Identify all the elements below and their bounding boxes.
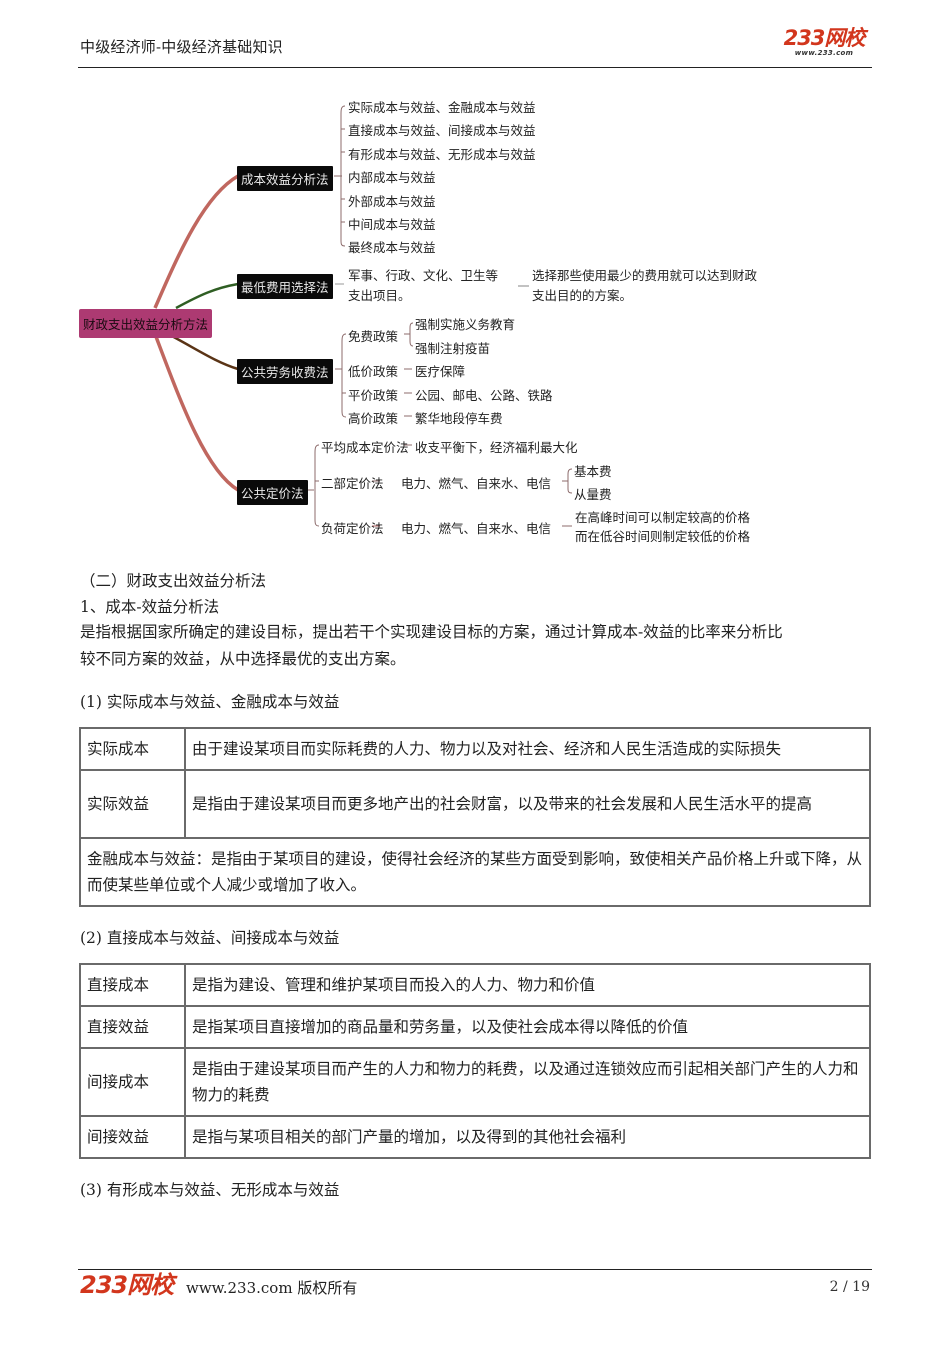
pricing-peak-load-item: 而在低谷时间则制定较低的价格 (575, 529, 751, 544)
footer-copyright: www.233.com 版权所有 (186, 1279, 358, 1297)
sub-heading: 1、成本-效益分析法 (80, 598, 220, 616)
document-header-title: 中级经济师-中级经济基础知识 (80, 38, 283, 56)
table-value-cell: 是指为建设、管理和维护某项目而投入的人力、物力和价值 (184, 963, 871, 1007)
header-logo: 233网校 www.233.com (776, 26, 872, 58)
footer-divider (78, 1269, 872, 1270)
mindmap: 财政支出效益分析方法 成本效益分析法 实际成本与效益、金融成本与效益 直接成本与… (0, 0, 950, 560)
min-cost-scope-line1: 军事、行政、文化、卫生等 (348, 268, 499, 283)
table-row: 直接成本 是指为建设、管理和维护某项目而投入的人力、物力和价值 (79, 963, 871, 1007)
policy-free-item: 强制注射疫苗 (415, 341, 491, 356)
mindmap-root-node: 财政支出效益分析方法 (79, 309, 213, 338)
header-divider (78, 67, 872, 68)
table-key-cell: 间接成本 (79, 1047, 186, 1117)
branch-public-pricing-node: 公共定价法 (237, 480, 308, 505)
min-cost-scope: 军事、行政、文化、卫生等 支出项目。 (348, 266, 498, 306)
pricing-peak-load: 负荷定价法 (321, 521, 384, 536)
item3-heading: (3) 有形成本与效益、无形成本与效益 (80, 1181, 340, 1199)
table-key-cell: 直接效益 (79, 1005, 186, 1049)
table-value-cell: 是指某项目直接增加的商品量和劳务量，以及使社会成本得以降低的价值 (184, 1005, 871, 1049)
pricing-average-cost: 平均成本定价法 (321, 440, 409, 455)
policy-low: 低价政策 (348, 364, 399, 379)
table-key-cell: 间接效益 (79, 1115, 186, 1159)
mindmap-connectors (153, 105, 573, 527)
policy-free-item: 强制实施义务教育 (415, 317, 516, 332)
table-row: 金融成本与效益：是指由于某项目的建设，使得社会经济的某些方面受到影响，致使相关产… (79, 837, 871, 907)
cost-benefit-leaf: 实际成本与效益、金融成本与效益 (348, 100, 536, 115)
table-direct-indirect: 直接成本 是指为建设、管理和维护某项目而投入的人力、物力和价值 直接效益 是指某… (79, 963, 871, 1159)
min-cost-desc-line1: 选择那些使用最少的费用就可以达到财政 (532, 268, 758, 283)
policy-par: 平价政策 (348, 388, 399, 403)
policy-low-detail: 医疗保障 (415, 364, 466, 379)
pricing-two-part-detail: 电力、燃气、自来水、电信 (401, 476, 552, 491)
table-actual-financial: 实际成本 由于建设某项目而实际耗费的人力、物力以及对社会、经济和人民生活造成的实… (79, 727, 871, 907)
cost-benefit-leaf: 内部成本与效益 (348, 170, 436, 185)
policy-free: 免费政策 (348, 329, 399, 344)
table-row: 实际效益 是指由于建设某项目而更多地产出的社会财富，以及带来的社会发展和人民生活… (79, 769, 871, 839)
table-value-cell: 由于建设某项目而实际耗费的人力、物力以及对社会、经济和人民生活造成的实际损失 (184, 727, 871, 771)
logo-text: 233网校 (783, 26, 866, 50)
pricing-two-part: 二部定价法 (321, 476, 384, 491)
table-key-cell: 实际效益 (79, 769, 186, 839)
cost-benefit-leaf: 有形成本与效益、无形成本与效益 (348, 147, 536, 162)
policy-high: 高价政策 (348, 411, 399, 426)
branch-min-cost-node: 最低费用选择法 (237, 274, 333, 299)
table-value-cell: 是指由于建设某项目而产生的人力和物力的耗费，以及通过连锁效应而引起相关部门产生的… (184, 1047, 871, 1117)
cost-benefit-leaf: 中间成本与效益 (348, 217, 436, 232)
table-key-cell: 实际成本 (79, 727, 186, 771)
min-cost-scope-line2: 支出项目。 (348, 288, 411, 303)
min-cost-description: 选择那些使用最少的费用就可以达到财政 支出目的的方案。 (532, 266, 757, 306)
cost-benefit-leaf: 外部成本与效益 (348, 194, 436, 209)
min-cost-desc-line2: 支出目的的方案。 (532, 288, 633, 303)
intro-line: 较不同方案的效益，从中选择最优的支出方案。 (80, 650, 406, 668)
pricing-peak-load-detail: 电力、燃气、自来水、电信 (401, 521, 552, 536)
pricing-two-part-item: 从量费 (574, 487, 612, 502)
intro-line: 是指根据国家所确定的建设目标，提出若干个实现建设目标的方案，通过计算成本-效益的… (80, 623, 783, 641)
intro-paragraph: 是指根据国家所确定的建设目标，提出若干个实现建设目标的方案，通过计算成本-效益的… (80, 619, 872, 673)
cost-benefit-leaf: 最终成本与效益 (348, 240, 436, 255)
table-value-cell: 是指由于建设某项目而更多地产出的社会财富，以及带来的社会发展和人民生活水平的提高 (184, 769, 871, 839)
branch-public-service-fee-node: 公共劳务收费法 (237, 359, 333, 384)
table-row: 实际成本 由于建设某项目而实际耗费的人力、物力以及对社会、经济和人民生活造成的实… (79, 727, 871, 771)
pricing-peak-load-item: 在高峰时间可以制定较高的价格 (575, 510, 751, 525)
page-indicator: 2 / 19 (829, 1279, 870, 1295)
pricing-two-part-item: 基本费 (574, 464, 612, 479)
table-note-cell: 金融成本与效益：是指由于某项目的建设，使得社会经济的某些方面受到影响，致使相关产… (79, 837, 871, 907)
policy-par-detail: 公园、邮电、公路、铁路 (415, 388, 553, 403)
table-row: 间接效益 是指与某项目相关的部门产量的增加，以及得到的其他社会福利 (79, 1115, 871, 1159)
pricing-average-cost-detail: 收支平衡下，经济福利最大化 (415, 440, 578, 455)
footer-logo: 233网校 (80, 1271, 174, 1299)
item2-heading: (2) 直接成本与效益、间接成本与效益 (80, 929, 340, 947)
logo-url: www.233.com (794, 49, 854, 57)
table-key-cell: 直接成本 (79, 963, 186, 1007)
section-heading: （二）财政支出效益分析法 (80, 572, 267, 590)
cost-benefit-leaf: 直接成本与效益、间接成本与效益 (348, 123, 536, 138)
table-row: 直接效益 是指某项目直接增加的商品量和劳务量，以及使社会成本得以降低的价值 (79, 1005, 871, 1049)
table-value-cell: 是指与某项目相关的部门产量的增加，以及得到的其他社会福利 (184, 1115, 871, 1159)
branch-cost-benefit-node: 成本效益分析法 (237, 166, 333, 191)
table-row: 间接成本 是指由于建设某项目而产生的人力和物力的耗费，以及通过连锁效应而引起相关… (79, 1047, 871, 1117)
item1-heading: (1) 实际成本与效益、金融成本与效益 (80, 693, 340, 711)
policy-high-detail: 繁华地段停车费 (415, 411, 503, 426)
